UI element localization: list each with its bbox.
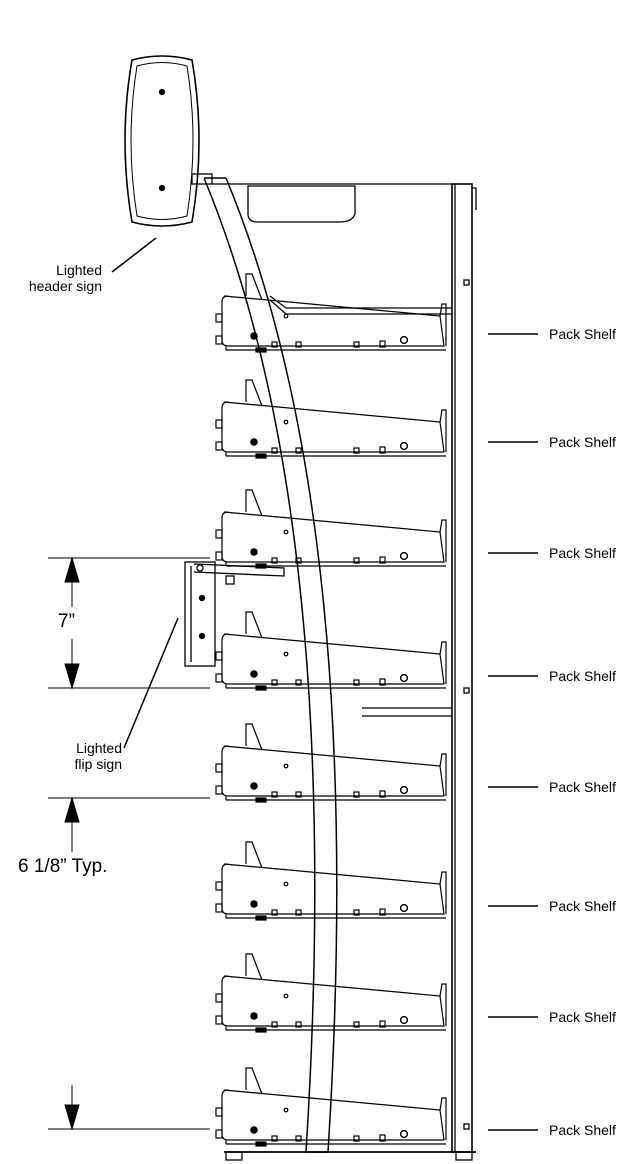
curved-side-panel [203,177,338,1153]
pack-shelf-2 [215,379,447,459]
upper-brace [269,295,452,315]
base [224,1151,476,1161]
shelf-label-7: Pack Shelf [549,1009,616,1025]
flip-sign-label: Lighted flip sign [58,740,122,772]
pack-shelf-4 [215,611,447,691]
dimension-typical-label: 6 1/8” Typ. [18,856,108,877]
header-sign-label: Lighted header sign [18,262,102,294]
upright-post [451,183,477,1153]
shelf-label-2: Pack Shelf [549,434,616,450]
dimension-7in-label: 7” [58,611,75,632]
dimension-typical-shelf [48,796,210,1131]
shelf-label-5: Pack Shelf [549,779,616,795]
pack-shelf-7 [215,953,447,1033]
shelf-label-8: Pack Shelf [549,1122,616,1138]
pack-shelf-5 [215,723,447,803]
pack-shelf-8 [215,1067,447,1147]
pack-shelf-1 [215,273,447,353]
header-sign-label-line1: Lighted [56,262,102,278]
shelf-label-4: Pack Shelf [549,668,616,684]
header-sign-label-line2: header sign [28,278,102,294]
flip-sign-leader [123,617,179,749]
header-sign [124,55,213,227]
pack-shelf-6 [215,841,447,921]
header-sign-leader [111,237,157,273]
shelf-label-6: Pack Shelf [549,898,616,914]
flip-sign [184,561,285,667]
shelf-label-1: Pack Shelf [549,326,616,342]
middle-brace [362,707,452,717]
dimension-7in [48,556,210,690]
flip-sign-label-line1: Lighted [76,740,122,756]
top-bin [212,183,452,223]
pack-shelf-3 [215,489,447,569]
flip-sign-label-line2: flip sign [74,756,122,772]
shelf-label-3: Pack Shelf [549,545,616,561]
